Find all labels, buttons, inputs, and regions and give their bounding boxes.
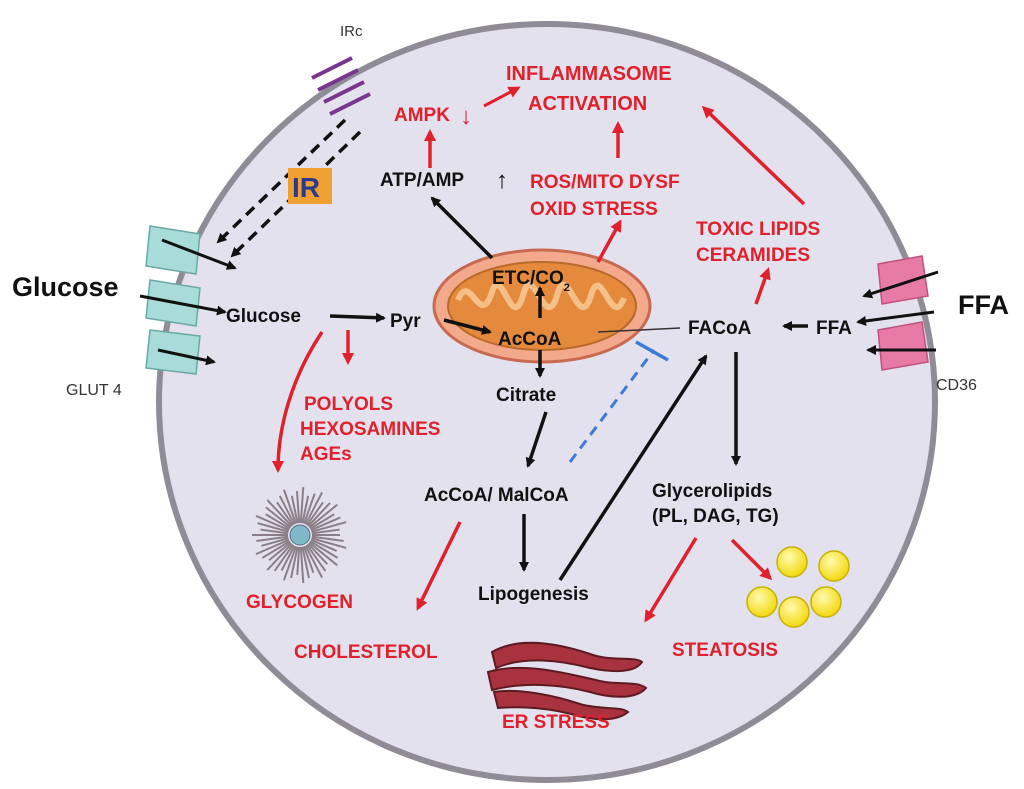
glucose-outside-label: Glucose [12, 272, 119, 302]
inhibition-bar [635, 340, 669, 362]
arrow-ampk-inflammasome [483, 86, 521, 108]
toxic-lipids-label-1: TOXIC LIPIDS [696, 219, 820, 240]
arrow-glycerolipids-er [644, 537, 698, 623]
accoa-malcoa-label: AcCoA/ MalCoA [424, 485, 569, 506]
irc-label: IRc [340, 23, 363, 40]
arrow-facoa-toxic-lipids [754, 267, 771, 305]
glucose-label: Glucose [226, 306, 301, 327]
cd36-import-arrow-1 [862, 270, 939, 299]
accoa-label: AcCoA [498, 329, 562, 350]
ros-label-1: ROS/MITO DYSF [530, 172, 680, 193]
pyr-label: Pyr [390, 311, 421, 332]
lipogenesis-label: Lipogenesis [478, 584, 589, 605]
insulin-receptor-icon [311, 56, 371, 116]
glut4-import-arrow-3 [157, 348, 216, 366]
cell-membrane [156, 21, 938, 783]
toxic-lipids-label-2: CERAMIDES [696, 245, 810, 266]
cholesterol-label: CHOLESTEROL [294, 642, 438, 663]
atp-amp-label: ATP/AMP [380, 170, 464, 191]
arrow-glucose-pyr [329, 312, 386, 323]
cd36-label: CD36 [936, 377, 977, 394]
arrow-glucose-glycogen [272, 331, 324, 473]
arrow-etc-atp [430, 196, 494, 260]
ffa-inside-label: FFA [816, 318, 852, 339]
ages-label: AGEs [300, 444, 352, 465]
citrate-label: Citrate [496, 385, 556, 406]
endoplasmic-reticulum-icon [486, 641, 648, 721]
er-stress-label: ER STRESS [502, 712, 610, 733]
connector-facoa-mito [597, 327, 681, 333]
glut4-label: GLUT 4 [66, 382, 122, 399]
etc-co2-label: ETC/CO2 [492, 268, 570, 294]
steatosis-label: STEATOSIS [672, 640, 778, 661]
glycogen-granule-icon [252, 487, 347, 583]
lipid-droplets-icon [746, 546, 850, 628]
polyols-label: POLYOLS [304, 394, 393, 415]
ir-signal-arrow-1 [216, 118, 347, 244]
arrow-glycerolipids-steatosis [730, 538, 773, 581]
cd36-channel-icon [877, 255, 929, 371]
arrow-citrate-accoa-malcoa [525, 411, 548, 468]
inflammasome-label-2: ACTIVATION [528, 93, 647, 115]
glut4-import-arrow-2 [139, 294, 227, 316]
glycerolipids-detail-label: (PL, DAG, TG) [652, 506, 779, 527]
ampk-down-arrow: ↓ [460, 103, 472, 130]
cd36-import-arrow-2 [856, 310, 935, 326]
atp-up-arrow: ↑ [496, 167, 508, 194]
ir-signal-arrow-2 [230, 130, 362, 258]
arrow-malcoa-cholesterol [416, 521, 462, 611]
facoa-label: FACoA [688, 318, 752, 339]
arrow-pyr-accoa [443, 318, 492, 335]
inflammasome-label-1: INFLAMMASOME [506, 63, 672, 85]
glycerolipids-label: Glycerolipids [652, 481, 772, 502]
malcoa-inhibition-line [568, 349, 656, 463]
ros-label-2: OXID STRESS [530, 199, 658, 220]
hexosamines-label: HEXOSAMINES [300, 419, 440, 440]
ir-label: IR [292, 172, 320, 203]
glycogen-label: GLYCOGEN [246, 592, 353, 613]
arrow-toxic-lipids-inflammasome [701, 105, 806, 206]
arrow-lipogenesis-facoa [558, 354, 708, 581]
arrow-etc-ros [596, 219, 622, 263]
ffa-outside-label: FFA [958, 290, 1009, 320]
glut4-import-arrow-1 [161, 238, 237, 270]
ampk-label: AMPK [394, 105, 450, 126]
ir-badge [288, 168, 332, 204]
